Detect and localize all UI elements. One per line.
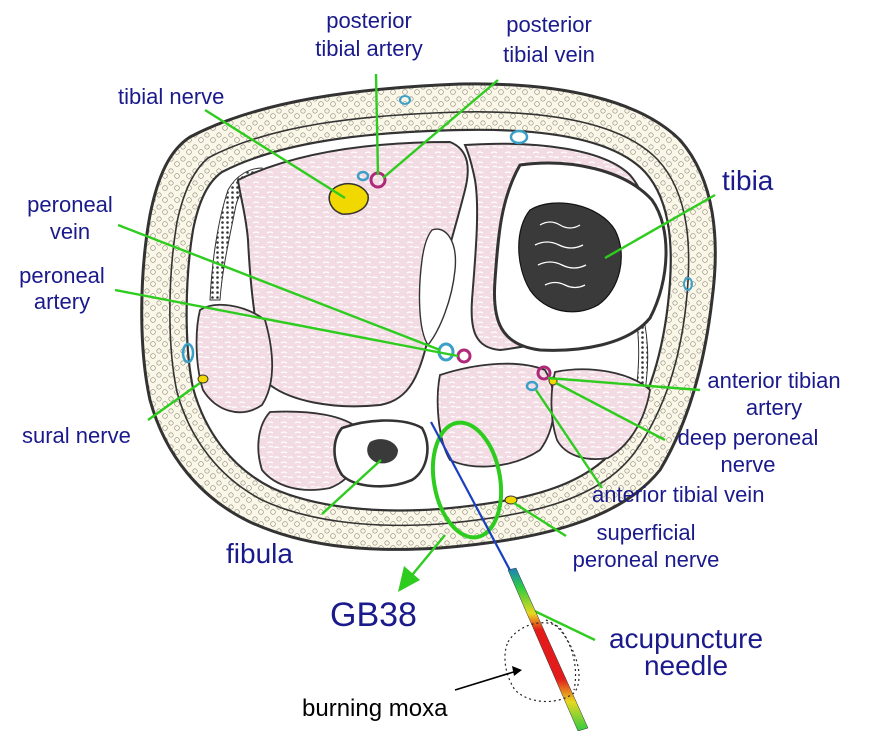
fibula-bone xyxy=(335,421,428,487)
label-burning-moxa: burning moxa xyxy=(302,695,448,722)
label-peroneal-vein-1: peroneal xyxy=(27,192,113,217)
label-deep-peroneal-nerve-1: deep peroneal xyxy=(678,425,819,450)
label-posterior-tibial-vein-1: posterior xyxy=(506,12,592,37)
sural-nerve-shape xyxy=(198,375,208,383)
label-tibia: tibia xyxy=(722,165,774,196)
label-superficial-peroneal-nerve-2: peroneal nerve xyxy=(573,547,720,572)
tibial-nerve-shape xyxy=(329,184,368,214)
label-gb38: GB38 xyxy=(330,596,417,634)
label-anterior-tibian-artery-1: anterior tibian xyxy=(707,368,840,393)
label-sural-nerve: sural nerve xyxy=(22,423,131,448)
label-fibula: fibula xyxy=(226,538,293,569)
label-anterior-tibian-artery-2: artery xyxy=(746,395,802,420)
label-posterior-tibial-artery-1: posterior xyxy=(326,8,412,33)
label-superficial-peroneal-nerve-1: superficial xyxy=(596,520,695,545)
label-posterior-tibial-vein-2: tibial vein xyxy=(503,42,595,67)
label-deep-peroneal-nerve-2: nerve xyxy=(720,452,775,477)
tibia-bone xyxy=(494,163,666,350)
label-tibial-nerve: tibial nerve xyxy=(118,84,224,109)
label-acupuncture-needle-2: needle xyxy=(644,650,728,681)
label-posterior-tibial-artery-2: tibial artery xyxy=(315,36,423,61)
label-anterior-tibial-vein: anterior tibial vein xyxy=(592,482,764,507)
label-peroneal-artery-1: peroneal xyxy=(19,263,105,288)
label-peroneal-artery-2: artery xyxy=(34,289,90,314)
label-peroneal-vein-2: vein xyxy=(50,219,90,244)
